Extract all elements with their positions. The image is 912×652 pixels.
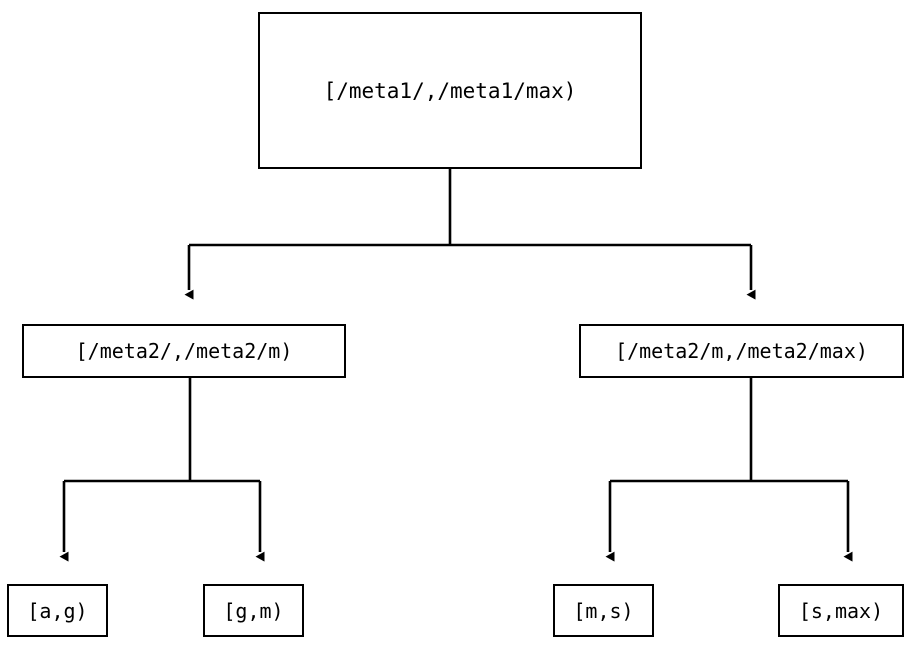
tree-node-mid-right-label: [/meta2/m,/meta2/max) — [615, 339, 868, 363]
tree-node-leaf-ms-label: [m,s) — [573, 598, 634, 623]
tree-node-leaf-smax[interactable]: [s,max) — [778, 584, 904, 637]
tree-node-root[interactable]: [/meta1/,/meta1/max) — [258, 12, 642, 169]
tree-node-leaf-gm[interactable]: [g,m) — [203, 584, 304, 637]
tree-node-leaf-ms[interactable]: [m,s) — [553, 584, 654, 637]
tree-node-mid-right[interactable]: [/meta2/m,/meta2/max) — [579, 324, 904, 378]
tree-node-mid-left-label: [/meta2/,/meta2/m) — [75, 339, 293, 363]
tree-node-leaf-ag[interactable]: [a,g) — [7, 584, 108, 637]
tree-node-leaf-gm-label: [g,m) — [223, 598, 284, 623]
tree-node-mid-left[interactable]: [/meta2/,/meta2/m) — [22, 324, 346, 378]
tree-node-leaf-smax-label: [s,max) — [798, 598, 884, 623]
tree-node-leaf-ag-label: [a,g) — [27, 598, 88, 623]
tree-node-root-label: [/meta1/,/meta1/max) — [323, 78, 577, 103]
